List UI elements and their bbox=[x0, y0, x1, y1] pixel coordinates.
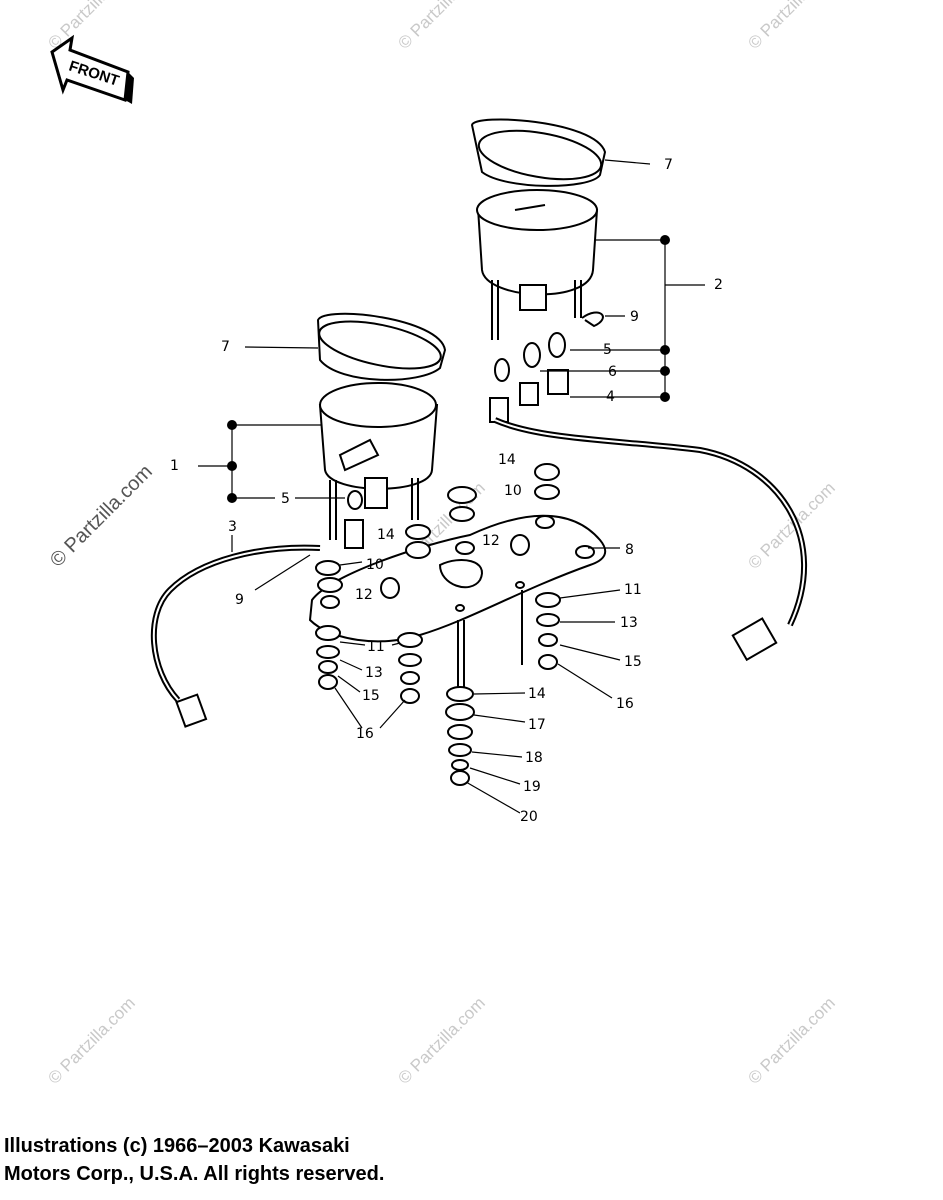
callout-12: 12 bbox=[482, 533, 500, 549]
copyright-notice: Illustrations (c) 1966–2003 Kawasaki Mot… bbox=[4, 1132, 704, 1188]
callout-14: 14 bbox=[498, 452, 516, 468]
right-gauge bbox=[470, 118, 808, 662]
left-gauge bbox=[150, 312, 447, 728]
callout-4: 4 bbox=[606, 389, 615, 405]
watermark: © Partzilla.com bbox=[394, 993, 488, 1087]
watermark: © Partzilla.com bbox=[44, 993, 138, 1087]
watermark: © Partzilla.com bbox=[744, 478, 838, 572]
copyright-line: Motors Corp., U.S.A. All rights reserved… bbox=[4, 1163, 385, 1185]
callout-5: 5 bbox=[281, 491, 290, 507]
callout-1: 1 bbox=[170, 458, 179, 474]
callout-19: 19 bbox=[523, 779, 541, 795]
copyright-line: Illustrations (c) 1966–2003 Kawasaki bbox=[4, 1135, 350, 1157]
callout-10: 10 bbox=[504, 483, 522, 499]
callout-labels: 1 2 3 4 5 5 6 7 7 8 9 9 10 10 11 11 11 1… bbox=[170, 157, 723, 825]
callout-11: 11 bbox=[367, 639, 385, 655]
callout-18: 18 bbox=[525, 750, 543, 766]
callout-12: 12 bbox=[355, 587, 373, 603]
callout-5: 5 bbox=[603, 342, 612, 358]
callout-15: 15 bbox=[362, 688, 380, 704]
callout-15: 15 bbox=[624, 654, 642, 670]
callout-10: 10 bbox=[366, 557, 384, 573]
callout-3: 3 bbox=[228, 519, 237, 535]
callout-9: 9 bbox=[235, 592, 244, 608]
callout-13: 13 bbox=[365, 665, 383, 681]
callout-11: 11 bbox=[624, 582, 642, 598]
mounting-bracket bbox=[308, 514, 607, 643]
callout-6: 6 bbox=[608, 364, 617, 380]
watermark: © Partzilla.com bbox=[394, 0, 488, 53]
callout-13: 13 bbox=[620, 615, 638, 631]
callout-17: 17 bbox=[528, 717, 546, 733]
front-arrow-icon: FRONT bbox=[50, 34, 134, 104]
callout-14: 14 bbox=[528, 686, 546, 702]
callout-16: 16 bbox=[356, 726, 374, 742]
callout-2: 2 bbox=[714, 277, 723, 293]
callout-20: 20 bbox=[520, 809, 538, 825]
fastener-stacks bbox=[315, 463, 561, 786]
callout-7: 7 bbox=[221, 339, 230, 355]
callout-7: 7 bbox=[664, 157, 673, 173]
watermark: © Partzilla.com bbox=[744, 993, 838, 1087]
watermark: © Partzilla.com bbox=[744, 0, 838, 53]
callout-14: 14 bbox=[377, 527, 395, 543]
callout-8: 8 bbox=[625, 542, 634, 558]
leader-lines bbox=[198, 159, 705, 814]
watermark: © Partzilla.com bbox=[46, 461, 157, 572]
leader-dots bbox=[227, 235, 670, 503]
watermark: © Partzilla.com bbox=[44, 0, 138, 53]
callout-16: 16 bbox=[616, 696, 634, 712]
callout-9: 9 bbox=[630, 309, 639, 325]
